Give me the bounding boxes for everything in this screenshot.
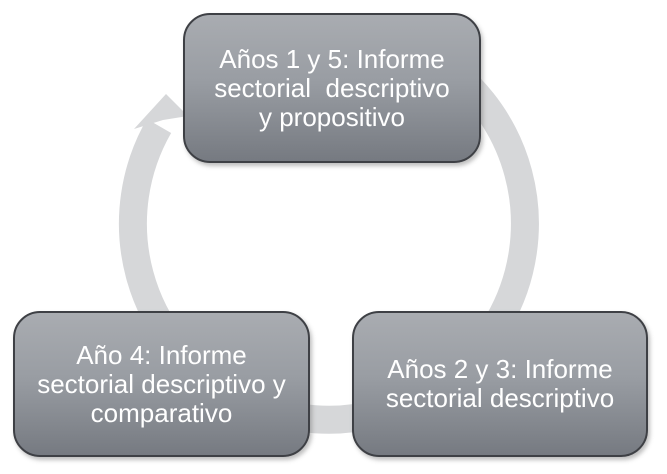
cycle-node-years-2-3-label: Años 2 y 3: Informe sectorial descriptiv… xyxy=(385,354,615,413)
cycle-arrowhead-icon xyxy=(134,94,188,129)
cycle-node-years-1-5-label: Años 1 y 5: Informe sectorial descriptiv… xyxy=(214,43,450,132)
cycle-node-years-2-3: Años 2 y 3: Informe sectorial descriptiv… xyxy=(352,311,648,457)
cycle-node-year-4-label: Año 4: Informe sectorial descriptivo y c… xyxy=(37,339,286,428)
cycle-node-year-4: Año 4: Informe sectorial descriptivo y c… xyxy=(13,311,310,457)
cycle-node-years-1-5: Años 1 y 5: Informe sectorial descriptiv… xyxy=(183,13,481,163)
